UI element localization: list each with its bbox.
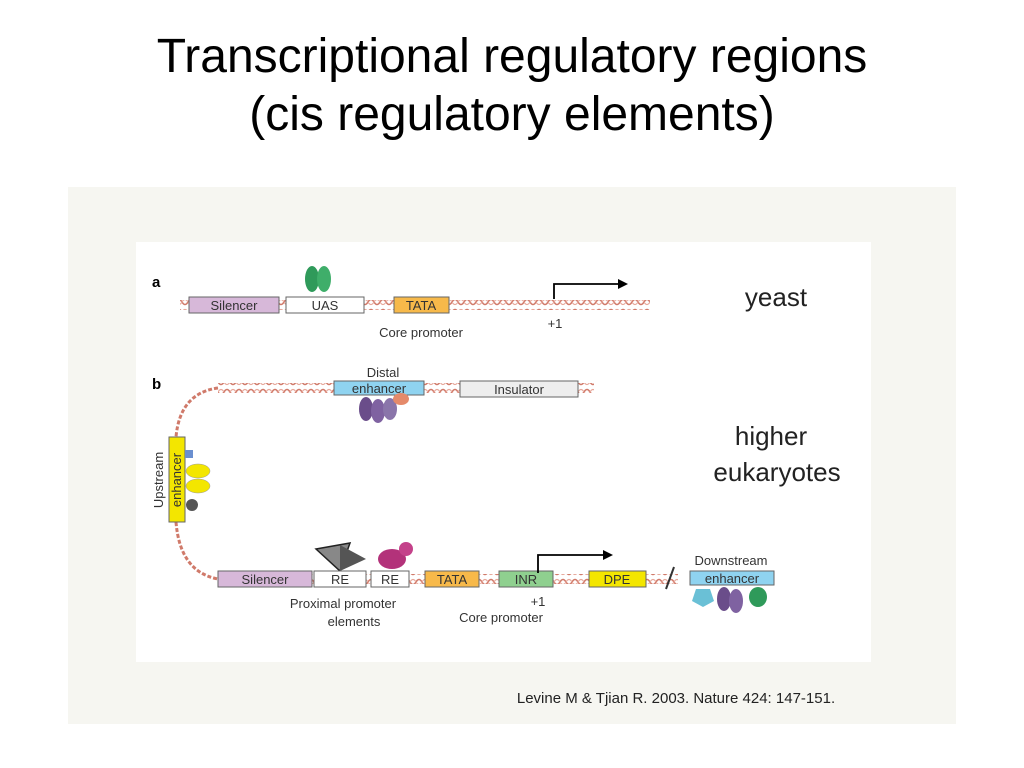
downstream-activator-green: [749, 587, 767, 607]
insulator-label: Insulator: [494, 382, 545, 397]
downstream-enhancer-label: enhancer: [705, 571, 760, 586]
re-factor-diamond: [340, 545, 366, 571]
inr-box: [498, 570, 554, 588]
re-label-1: RE: [331, 572, 349, 587]
distal-enhancer-box: [333, 380, 425, 396]
downstream-activator-2: [729, 589, 743, 613]
distal-enhancer-label: enhancer: [352, 381, 407, 396]
panel-a-tata-label: TATA: [406, 298, 437, 313]
higher-label: higher: [735, 421, 808, 451]
panel-b-silencer-label: Silencer: [242, 572, 290, 587]
downstream-activator-1: [717, 587, 731, 611]
slide-title: Transcriptional regulatory regions (cis …: [0, 28, 1024, 144]
panel-a-silencer-box: [188, 296, 280, 314]
upstream-activator-1: [185, 463, 211, 479]
re2-factor-head: [399, 542, 413, 556]
downstream-factor-teal: [692, 589, 714, 607]
distal-activator-1: [359, 397, 373, 421]
panel-b-silencer-box: [217, 570, 313, 588]
uas-activator-right: [317, 266, 331, 292]
panel-a-silencer-label: Silencer: [211, 298, 259, 313]
distal-coactivator: [393, 393, 409, 405]
panel-a-core-promoter-label: Core promoter: [379, 325, 463, 340]
panel-b-letter: b: [152, 376, 161, 393]
distal-label: Distal: [367, 365, 400, 380]
figure-panel: a Silencer UAS TATA Core promoter +1 yea…: [68, 187, 956, 724]
re-label-2: RE: [381, 572, 399, 587]
panel-b-tss-arrowhead: [603, 550, 613, 560]
uas-activator-left: [305, 266, 319, 292]
panel-b-core-promoter-label: Core promoter: [459, 610, 543, 625]
panel-b-tata-box: [424, 570, 480, 588]
panel-b-lower-curve-dna: [174, 521, 219, 581]
dpe-label: DPE: [604, 572, 631, 587]
panel-b-upper-curve-dna: [174, 386, 219, 438]
downstream-label: Downstream: [695, 553, 768, 568]
upstream-activator-2: [185, 478, 211, 494]
inr-label: INR: [515, 572, 537, 587]
title-line-1: Transcriptional regulatory regions: [156, 30, 868, 83]
upstream-label: Upstream: [151, 452, 166, 508]
upstream-enhancer-box: [168, 436, 186, 523]
uas-box: [285, 296, 365, 314]
dna-break-mark: [665, 566, 675, 590]
citation: Levine M & Tjian R. 2003. Nature 424: 14…: [517, 690, 835, 707]
insulator-box: [459, 380, 579, 398]
panel-a-plus-one: +1: [548, 316, 563, 331]
downstream-enhancer-box: [689, 570, 775, 586]
uas-label: UAS: [312, 298, 339, 313]
eukaryotes-label: eukaryotes: [713, 457, 840, 487]
distal-activator-3: [383, 398, 397, 420]
panel-b-plus-one: +1: [531, 594, 546, 609]
proximal-label-2: elements: [328, 614, 381, 629]
upstream-enhancer-label: enhancer: [169, 452, 184, 507]
diagram: a Silencer UAS TATA Core promoter +1 yea…: [136, 242, 871, 707]
panel-a-tss-arrow: [553, 283, 618, 299]
panel-b-tata-label: TATA: [437, 572, 468, 587]
upstream-grey-factor: [186, 499, 198, 511]
panel-a-letter: a: [152, 274, 161, 291]
distal-activator-2: [371, 399, 385, 423]
panel-a-tss-arrowhead: [618, 279, 628, 289]
panel-b-tss-arrow: [537, 554, 603, 573]
dpe-box: [588, 570, 647, 588]
panel-a-tata-box: [393, 296, 450, 314]
proximal-label-1: Proximal promoter: [290, 596, 397, 611]
re-box-1: [313, 570, 367, 588]
re-box-2: [370, 570, 410, 588]
re2-factor: [378, 549, 406, 569]
upstream-blue-factor: [185, 450, 193, 458]
title-line-2: (cis regulatory elements): [249, 88, 775, 141]
yeast-label: yeast: [745, 282, 808, 312]
